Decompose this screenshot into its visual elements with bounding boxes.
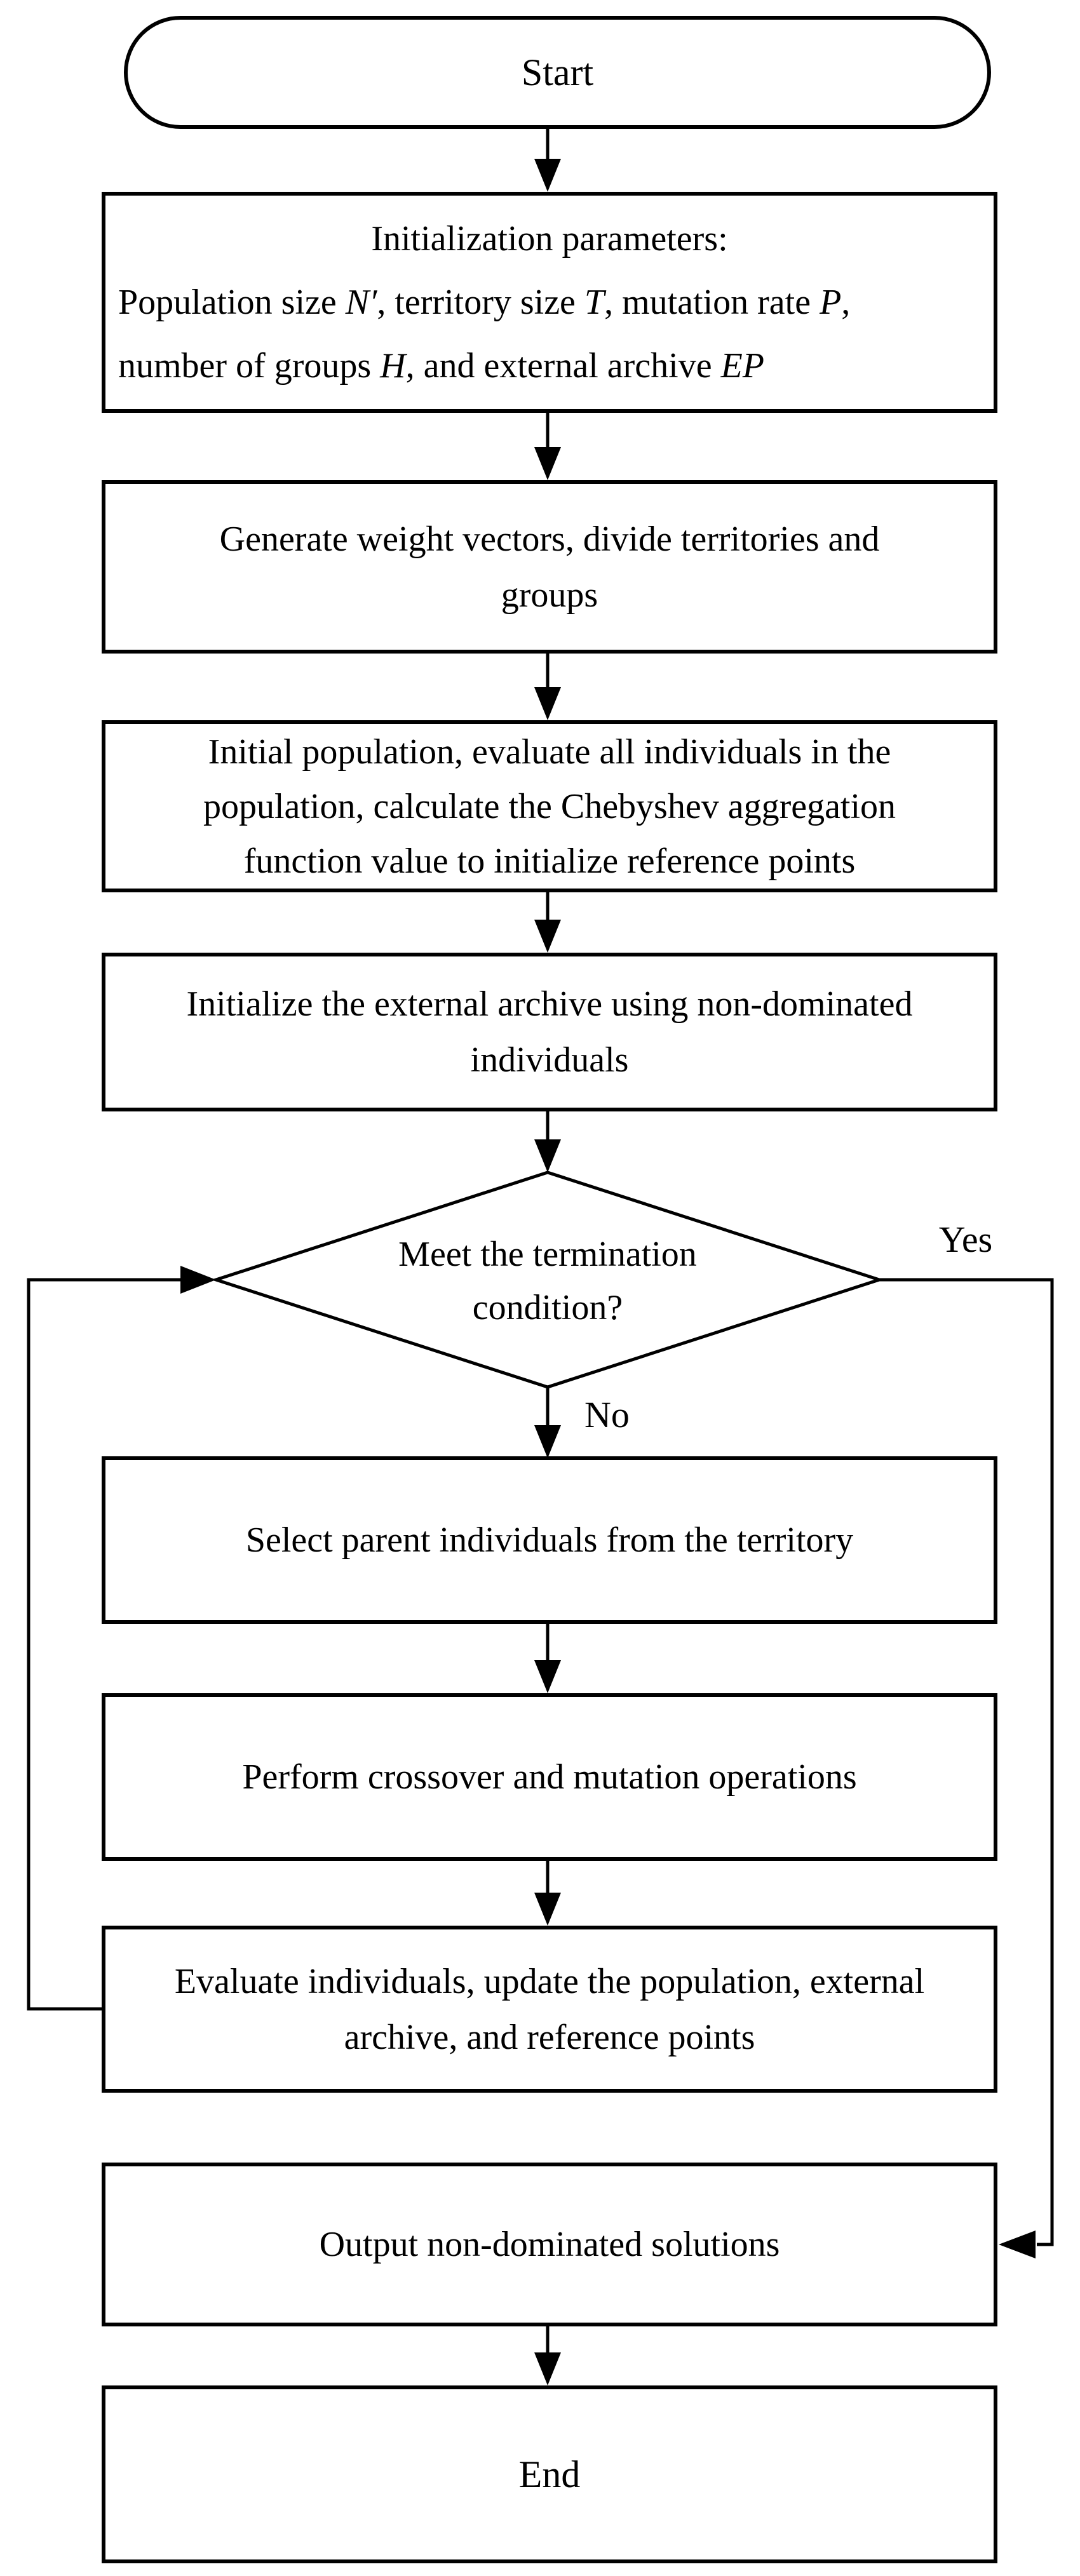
node-init-params: Initialization parameters: Population si… [102, 192, 997, 413]
node-start-label: Start [521, 51, 594, 93]
edge-init-population-to-init-archive [534, 891, 561, 953]
termination-decision-label: Meet the termination condition? [398, 1235, 697, 1327]
edge-crossover-to-evaluate [534, 1860, 561, 1926]
init-archive-label: Initialize the external archive using no… [186, 984, 913, 1080]
node-evaluate-update: Evaluate individuals, update the populat… [102, 1926, 997, 2093]
edge-evaluate-loop-to-termination [27, 1266, 216, 2011]
yes-label: Yes [938, 1219, 993, 1260]
edge-output-to-end [534, 2325, 561, 2385]
edge-termination-no-to-select-parents [534, 1386, 561, 1458]
node-init-population: Initial population, evaluate all individ… [102, 720, 997, 892]
init-params-line1: Initialization parameters: [371, 219, 728, 258]
node-start: Start [124, 16, 991, 129]
generate-weights-label: Generate weight vectors, divide territor… [219, 519, 880, 615]
edge-start-to-init-params [534, 129, 561, 192]
node-output: Output non-dominated solutions [102, 2163, 997, 2326]
node-end: End [102, 2385, 997, 2563]
init-population-label: Initial population, evaluate all individ… [203, 732, 896, 881]
select-parents-label: Select parent individuals from the terri… [245, 1520, 854, 1560]
termination-decision-shape [210, 1171, 885, 1389]
init-params-line3: number of groups H, and external archive… [118, 346, 764, 386]
edge-termination-yes-to-output [879, 1278, 1054, 2258]
edge-select-parents-to-crossover [534, 1623, 561, 1693]
node-end-label: End [518, 2453, 581, 2495]
edge-init-params-to-generate-weights [534, 412, 561, 480]
node-generate-weights: Generate weight vectors, divide territor… [102, 480, 997, 654]
node-init-archive: Initialize the external archive using no… [102, 953, 997, 1111]
crossover-mutation-label: Perform crossover and mutation operation… [242, 1757, 857, 1797]
output-label: Output non-dominated solutions [319, 2225, 780, 2264]
evaluate-update-label: Evaluate individuals, update the populat… [174, 1961, 925, 2057]
no-label: No [584, 1394, 630, 1435]
node-crossover-mutation: Perform crossover and mutation operation… [102, 1693, 997, 1861]
node-select-parents: Select parent individuals from the terri… [102, 1456, 997, 1624]
init-params-line2: Population size N′, territory size T, mu… [118, 283, 851, 322]
edge-generate-weights-to-init-population [534, 652, 561, 720]
edge-init-archive-to-termination [534, 1110, 561, 1172]
